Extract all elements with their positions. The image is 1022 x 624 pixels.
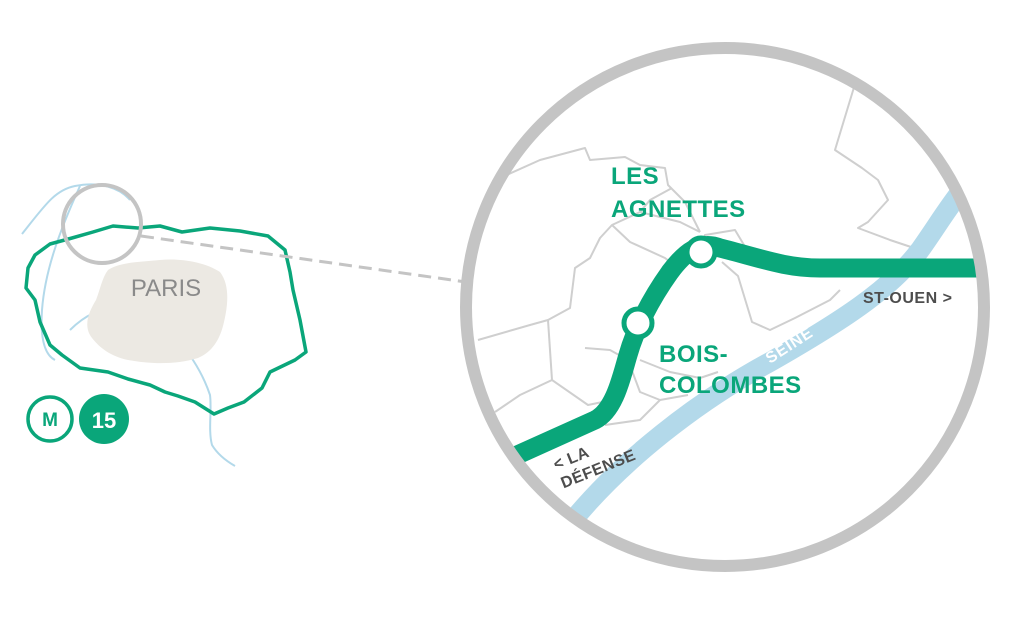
metro-line-15 xyxy=(485,236,984,475)
seine-river xyxy=(555,140,984,540)
overview-river-seine xyxy=(21,183,131,361)
paris-label: PARIS xyxy=(131,275,201,302)
station-label-les-agnettes: LES AGNETTES xyxy=(611,163,746,223)
commune-borders xyxy=(477,83,921,426)
station-label-bois-colombes-line1: BOIS- xyxy=(659,341,728,368)
direction-label-st-ouen: ST-OUEN > xyxy=(863,290,952,307)
zoom-lens-ring xyxy=(460,42,990,572)
line-badge-label: 15 xyxy=(92,408,116,433)
paris-outline xyxy=(24,224,308,416)
zoom-lens xyxy=(460,42,990,572)
station-marker-bois-colombes[interactable] xyxy=(621,306,655,340)
zoom-connector-line xyxy=(140,234,467,284)
station-label-bois-colombes-line2: COLOMBES xyxy=(659,372,802,399)
line-15-badge: 15 xyxy=(79,394,129,444)
overview-lens-circle xyxy=(61,183,143,265)
station-label-les-agnettes-line1: LES xyxy=(611,163,659,190)
overview-map: PARIS xyxy=(21,183,308,467)
station-label-les-agnettes-line2: AGNETTES xyxy=(611,196,746,223)
metro-badge-label: M xyxy=(42,410,58,431)
station-marker-les-agnettes[interactable] xyxy=(684,235,718,269)
station-label-bois-colombes: BOIS- COLOMBES xyxy=(659,341,802,399)
paris-inner-area xyxy=(87,259,228,364)
metro-badge: M xyxy=(26,395,74,443)
